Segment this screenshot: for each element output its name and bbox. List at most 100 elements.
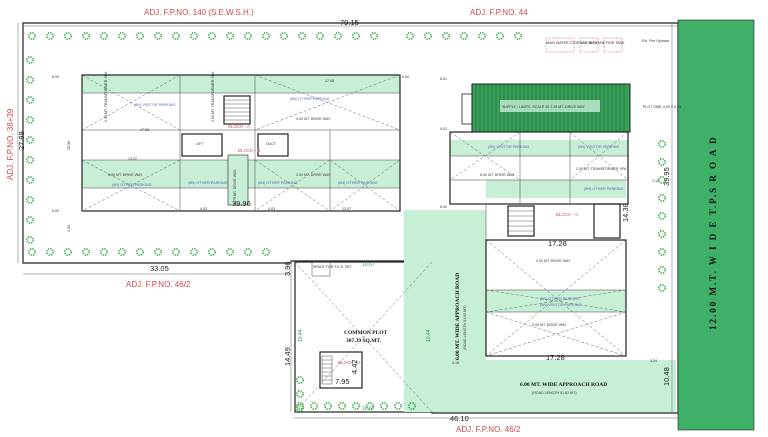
dim-left-height: 27.98 [17,131,26,150]
parking-p4: (8N) OTHER PARKING [188,181,228,185]
dim-left-low: 14.49 [283,347,292,366]
block-b-label: BLOCK - B [238,148,260,153]
off-right-a: 9.51 [440,127,447,131]
water-tank [545,37,575,53]
boundary-north-left: ADJ. F.P.NO. 140 (S.E.W.S.H.) [144,8,254,17]
transformer-1: 2.00 MT. TRANSFORMER SPA [104,71,108,122]
duct-1: DUCT [266,142,277,146]
ug-tank [579,37,599,53]
tree-icon [26,236,34,244]
tree-icon [324,402,332,410]
tree-icon [380,402,388,410]
tree-icon [28,32,36,40]
tree-icon [338,402,346,410]
tree-icon [514,32,522,40]
drive-c: 6.00 MT. DRIVE WAY [480,173,515,177]
approach-road-v-sub: (ROAD LENGTH 51.62 MT) [463,305,467,350]
tree-icon [658,212,666,220]
tree-icon [370,32,378,40]
tree-icon [296,390,304,398]
fire-tank-label: FIRE TANK [606,41,625,45]
tree-icon [296,402,304,410]
parking-p11: (9N) VISITOR PARKING [578,145,619,149]
fire-tank [603,37,623,53]
off-top-d: 8.51 [440,77,447,81]
parking-p6: (8N) OTHER PARKING [338,181,378,185]
off-bot-d: 13.97 [342,207,351,211]
tree-icon [172,248,180,256]
drive-3: 6.00 MT. DRIVE WAY [108,173,143,177]
tree-icon [26,176,34,184]
tree-icon [190,248,198,256]
tree-icon [244,32,252,40]
dim-bottom-total: 46.10 [450,414,469,423]
tree-icon [226,32,234,40]
dim-right-block: 17.28 [548,239,567,248]
boundary-north-right: ADJ. F.P.NO. 44 [470,8,528,17]
tree-icon [26,116,34,124]
ug-tank-label: U.G.W.T TANK [581,41,606,45]
tree-icon [298,32,306,40]
block-d-w: 7.95 [335,377,350,386]
dim-cp-right: 10.44 [426,329,432,342]
tree-icon [26,156,34,164]
tree-icon [478,32,486,40]
dim-cp-left: 10.44 [298,329,304,342]
dim-block-span: 39.96 [232,199,251,208]
drive-2: 2.00 MT. DRIVE WAY [296,173,331,177]
tree-icon [658,230,666,238]
tree-icon [118,248,126,256]
tree-icon [658,284,666,292]
approach-road-v: 6.00 MT. WIDE APPROACH ROAD [455,273,461,360]
fire-hydrant-label: Ext. Fire Hydrant [642,39,669,43]
dimension-lines [17,23,678,419]
tree-icon [154,32,162,40]
block-d-label: BLOCK - D [338,360,361,365]
tree-icon [658,194,666,202]
block-ab [81,74,401,212]
tree-icon [394,402,402,410]
tree-icon [352,402,360,410]
off-right-d: 3.15 [452,361,459,365]
tree-icon [316,32,324,40]
water-tank-label: MAIN WATER STORAGE TANK [546,41,598,45]
drive-7: 2.75 MT. DRIVE WAY [233,169,237,204]
tree-icon [26,196,34,204]
block-a-label: BLOCK - A [228,124,250,129]
tree-icon [442,32,450,40]
tree-icon [658,248,666,256]
tree-icon [658,176,666,184]
drive-5: 3.00 MT. DRIVE WAY [532,323,567,327]
tree-icon [136,32,144,40]
tree-icon [208,248,216,256]
off-mid-b: 13.97 [128,157,137,161]
off-mid-a: 17.68 [140,128,149,132]
tree-icon [136,248,144,256]
tree-icon [118,32,126,40]
tree-icon [100,32,108,40]
tree-icon [296,404,304,412]
off-right-e: 3.24 [650,359,657,363]
parking-p13: (8N) OTHER PARKING [540,297,580,301]
tree-icon [82,248,90,256]
tree-icon [64,32,72,40]
tree-icon [172,32,180,40]
lift-1: LIFT [196,142,204,146]
dim-right-top: 39.95 [662,167,671,186]
tree-icon [352,32,360,40]
transformer-2: 2.00 MT. TRANSFORMER SPA [211,71,215,122]
tree-icon [658,266,666,274]
tree-icon [26,56,34,64]
tree-icon [154,248,162,256]
block-d [319,351,363,389]
tree-icon [64,248,72,256]
off-bot-c: 4.03 [268,207,275,211]
off-top-b: 17.68 [325,79,334,83]
mech-parking-block: SUPPLY / LIMITS, SCALE 40 1:25 MT. DRIVE… [461,83,631,133]
off-top-e: 6.00 [402,75,409,79]
dim-blk-c: 14.38 [621,203,630,222]
tree-icon [280,32,288,40]
dim-right-block-low: 17.28 [546,353,565,362]
approach-road-h-sub: (ROAD LENGTH 51.62 MT) [532,391,577,395]
